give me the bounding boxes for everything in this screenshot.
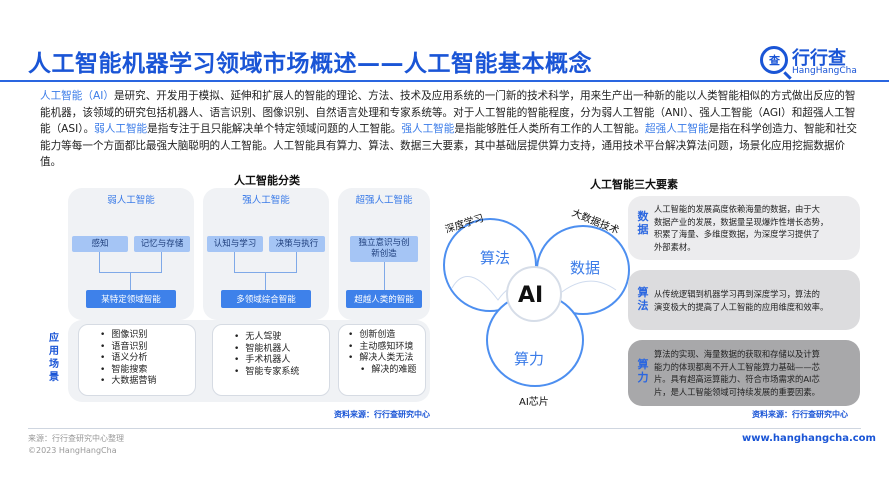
- ai-core-label: AI: [518, 283, 544, 308]
- list-item: 语音识别: [100, 342, 156, 354]
- result-strong: 多领域综合智能: [221, 290, 311, 308]
- result-super: 超越人类的智能: [346, 290, 422, 308]
- connector: [161, 252, 162, 272]
- source-note-right: 资料来源：行行查研究中心: [752, 410, 848, 419]
- card-text: 人工智能的发展高度依赖海量的数据，由于大 数据产业的发展，数据量呈现爆炸性增长态…: [654, 204, 829, 252]
- col-title-strong: 强人工智能: [242, 195, 290, 206]
- connector: [234, 252, 235, 272]
- list-item: 解决的难题: [348, 365, 416, 377]
- chip-memory: 记忆与存储: [134, 236, 190, 252]
- list-item: 无人驾驶: [234, 332, 299, 344]
- list-item: 主动感知环境: [348, 342, 416, 354]
- page-title: 人工智能机器学习领域市场概述——人工智能基本概念: [28, 51, 592, 77]
- list-item: 智能搜索: [100, 365, 156, 377]
- lobe-label-algorithm: 算法: [480, 249, 511, 267]
- card-label: 算力: [637, 358, 649, 384]
- title-divider: [0, 80, 889, 82]
- connector: [265, 272, 266, 290]
- connector: [130, 272, 131, 290]
- intro-paragraph: 人工智能（AI）是研究、开发用于模拟、延伸和扩展人的智能的理论、方法、技术及应用…: [40, 90, 857, 168]
- chip-cognition: 认知与学习: [207, 236, 263, 252]
- logo-text-cn: 行行查: [792, 48, 846, 69]
- app-list-strong: 无人驾驶 智能机器人 手术机器人 智能专家系统: [234, 332, 299, 378]
- card-text: 从传统逻辑到机器学习再到深度学习，算法的 演变极大的提高了人工智能的应用维度和效…: [654, 289, 829, 312]
- card-algorithm: 算法 从传统逻辑到机器学习再到深度学习，算法的 演变极大的提高了人工智能的应用维…: [628, 270, 860, 330]
- lobe-label-data: 数据: [570, 259, 601, 277]
- list-item: 大数据营销: [100, 376, 156, 388]
- source-note-left: 资料来源：行行查研究中心: [334, 410, 430, 419]
- lobe-label-compute: 算力: [514, 350, 545, 368]
- list-item: 手术机器人: [234, 355, 299, 367]
- card-compute: 算力 算法的实现、海量数据的获取和存储以及计算 能力的体现都离不开人工智能算力基…: [628, 340, 860, 406]
- list-item: 智能专家系统: [234, 367, 299, 379]
- outer-label-ai-chip: AI芯片: [519, 397, 549, 408]
- list-item: 创新创造: [348, 330, 416, 342]
- connector: [296, 252, 297, 272]
- chip-consciousness: 独立意识与创新创造: [350, 236, 418, 262]
- connector: [384, 262, 385, 290]
- col-title-super: 超强人工智能: [355, 195, 413, 206]
- col-title-weak: 弱人工智能: [107, 195, 155, 206]
- footer-divider: [28, 428, 861, 429]
- chip-decision: 决策与执行: [269, 236, 325, 252]
- card-data: 数据 人工智能的发展高度依赖海量的数据，由于大 数据产业的发展，数据量呈现爆炸性…: [628, 196, 860, 260]
- ai-elements-diagram: [443, 218, 630, 387]
- app-list-weak: 图像识别 语音识别 语义分析 智能搜索 大数据营销: [100, 330, 156, 388]
- ai-core-ring: [506, 266, 562, 322]
- app-list-super: 创新创造 主动感知环境 解决人类无法 解决的难题: [348, 330, 416, 376]
- list-item: 解决人类无法: [348, 353, 416, 365]
- footer-copyright: ©2023 HangHangCha: [28, 446, 117, 455]
- logo-text-en: HangHangCha: [792, 66, 857, 76]
- card-label: 算法: [637, 286, 649, 312]
- brand-logo[interactable]: 查 行行查 HangHangCha: [760, 44, 870, 78]
- elements-heading: 人工智能三大要素: [590, 178, 678, 191]
- card-label: 数据: [637, 210, 649, 236]
- result-weak: 某特定领域智能: [86, 290, 176, 308]
- classification-heading: 人工智能分类: [234, 174, 300, 187]
- list-item: 智能机器人: [234, 344, 299, 356]
- chip-perception: 感知: [72, 236, 128, 252]
- footer-source: 来源：行行查研究中心整理: [28, 434, 124, 443]
- side-label-applications: 应用场景: [49, 333, 59, 383]
- card-text: 算法的实现、海量数据的获取和存储以及计算 能力的体现都离不开人工智能算力基础——…: [654, 349, 820, 397]
- list-item: 语义分析: [100, 353, 156, 365]
- connector: [99, 252, 100, 272]
- footer-url-link[interactable]: www.hanghangcha.com: [742, 433, 876, 444]
- list-item: 图像识别: [100, 330, 156, 342]
- magnifier-icon: 查: [760, 46, 788, 74]
